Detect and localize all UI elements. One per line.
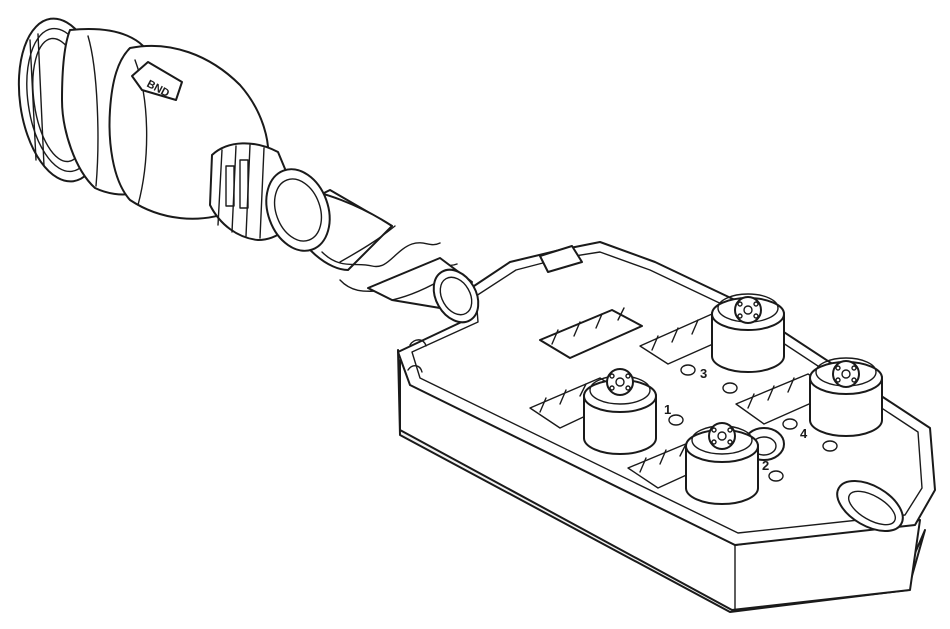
mounting-hole [836, 480, 904, 532]
port-1-number: 1 [664, 402, 671, 417]
port-3: 3 [639, 293, 785, 394]
label-slot-rear [539, 307, 643, 359]
port-2-number: 2 [762, 458, 769, 473]
port-1: 1 [529, 368, 684, 455]
port-3-number: 3 [700, 366, 707, 381]
port-2: 2 [627, 422, 784, 505]
port-4-number: 4 [800, 426, 808, 441]
port-4: 4 [735, 357, 883, 452]
m23-connector: BND [17, 17, 331, 252]
